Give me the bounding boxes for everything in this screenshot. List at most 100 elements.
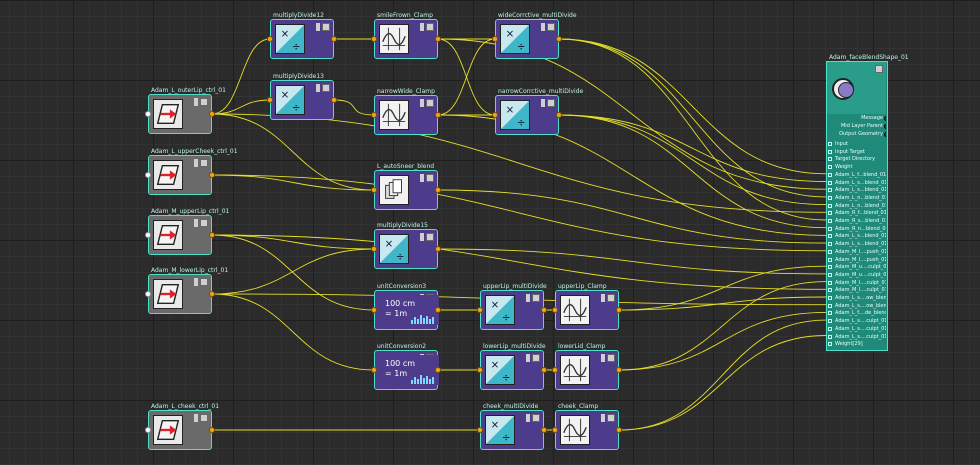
input-port[interactable] xyxy=(371,367,377,373)
node-lower-lip-multidivide[interactable]: lowerLip_multiDivide ×÷ xyxy=(480,343,546,390)
output-port[interactable] xyxy=(556,112,562,118)
node-wide-corrective-multidivide[interactable]: wideCorrctive_multiDivide ×÷ xyxy=(495,12,577,59)
input-port[interactable] xyxy=(477,427,483,433)
blend-shape-input[interactable]: Adam_L_n...blend_01 xyxy=(827,202,886,210)
output-port[interactable] xyxy=(209,232,215,238)
input-port[interactable] xyxy=(828,311,832,316)
input-port[interactable] xyxy=(828,334,832,339)
input-port[interactable] xyxy=(145,111,151,117)
output-port[interactable] xyxy=(209,172,215,178)
input-port[interactable] xyxy=(477,307,483,313)
input-port[interactable] xyxy=(828,296,832,300)
input-port[interactable] xyxy=(828,303,832,308)
blend-shape-input[interactable]: Adam_L_s....culpt_01 xyxy=(827,325,886,333)
node-multiply-divide-12[interactable]: multiplyDivide12 ×÷ xyxy=(270,12,334,59)
blend-shape-input[interactable]: Input xyxy=(827,140,886,148)
input-port[interactable] xyxy=(492,36,498,42)
node-upper-lip-ctrl[interactable]: Adam_M_upperLip_ctrl_01 xyxy=(148,208,229,255)
blend-shape-input[interactable]: Adam_L_s....culpt_01 xyxy=(827,333,886,341)
input-port[interactable] xyxy=(828,257,832,262)
input-port[interactable] xyxy=(828,157,832,162)
blend-shape-input[interactable]: Adam_R_s...blend_01 xyxy=(827,217,886,225)
input-port[interactable] xyxy=(267,36,273,42)
blend-shape-input[interactable]: Input Target xyxy=(827,148,886,156)
input-port[interactable] xyxy=(828,280,832,285)
node-outer-lip-ctrl[interactable]: Adam_L_outerLip_ctrl_01 xyxy=(148,87,226,134)
input-port[interactable] xyxy=(828,226,832,231)
input-port[interactable] xyxy=(145,232,151,238)
node-narrow-corrective-multidivide[interactable]: narrowCorrctive_multiDivide ×÷ xyxy=(495,88,583,135)
input-port[interactable] xyxy=(828,234,832,239)
input-port[interactable] xyxy=(828,249,832,254)
input-port[interactable] xyxy=(828,149,832,154)
input-port[interactable] xyxy=(145,172,151,178)
input-port[interactable] xyxy=(828,180,832,185)
blend-shape-input[interactable]: Adam_L_s....culpt_01 xyxy=(827,317,886,325)
output-port[interactable] xyxy=(616,427,622,433)
output-port[interactable] xyxy=(435,307,441,313)
input-port[interactable] xyxy=(828,326,832,331)
input-port[interactable] xyxy=(828,188,832,193)
blend-shape-input[interactable]: Adam_R_n...blend_01 xyxy=(827,225,886,233)
blend-shape-output[interactable]: Mid Layer Parent xyxy=(827,122,886,130)
blend-shape-input[interactable]: Target Directory xyxy=(827,155,886,163)
blend-shape-input[interactable]: Adam_M_u....culpt_01 xyxy=(827,271,886,279)
blend-shape-input[interactable]: Adam_L_s...blend_01 xyxy=(827,179,886,187)
input-port[interactable] xyxy=(371,187,377,193)
output-port[interactable] xyxy=(884,116,886,121)
input-port[interactable] xyxy=(828,272,832,277)
output-port[interactable] xyxy=(541,367,547,373)
input-port[interactable] xyxy=(145,427,151,433)
node-cheek-clamp[interactable]: cheek_Clamp xyxy=(555,403,619,450)
output-port[interactable] xyxy=(331,36,337,42)
output-port[interactable] xyxy=(884,132,886,137)
blend-shape-input[interactable]: Adam_L_f....de_blend xyxy=(827,309,886,317)
output-port[interactable] xyxy=(435,187,441,193)
output-port[interactable] xyxy=(435,367,441,373)
blend-shape-input[interactable]: Adam_L_s....ow_blend xyxy=(827,302,886,310)
blend-shape-input[interactable]: Weight[29] xyxy=(827,340,886,348)
blend-shape-input[interactable]: Adam_L_s...blend_01 xyxy=(827,232,886,240)
input-port[interactable] xyxy=(828,219,832,223)
node-upper-lip-clamp[interactable]: upperLip_Clamp xyxy=(555,283,619,330)
input-port[interactable] xyxy=(828,319,832,324)
output-port[interactable] xyxy=(884,124,886,129)
node-cheek-multidivide[interactable]: cheek_multiDivide ×÷ xyxy=(480,403,544,450)
input-port[interactable] xyxy=(552,307,558,313)
node-unit-conversion-3[interactable]: unitConversion3 100 cm= 1m xyxy=(374,283,439,330)
input-port[interactable] xyxy=(828,288,832,293)
blend-shape-input[interactable]: Adam_L_s....ow_blend xyxy=(827,294,886,302)
node-auto-sneer-blend[interactable]: L_autoSneer_blend xyxy=(374,163,438,210)
input-port[interactable] xyxy=(828,195,832,200)
blend-shape-input[interactable]: Adam_M_l....culpt_01 xyxy=(827,286,886,294)
output-port[interactable] xyxy=(209,291,215,297)
output-port[interactable] xyxy=(616,367,622,373)
blend-shape-input[interactable]: Adam_L_s...blend_01 xyxy=(827,186,886,194)
output-port[interactable] xyxy=(435,112,441,118)
output-port[interactable] xyxy=(541,427,547,433)
node-narrow-wide-clamp[interactable]: narrowWide_Clamp xyxy=(374,88,438,135)
node-cheek-ctrl[interactable]: Adam_L_cheek_ctrl_01 xyxy=(148,403,219,450)
output-port[interactable] xyxy=(435,36,441,42)
blend-shape-output[interactable]: Output Geometry xyxy=(827,130,886,138)
blend-shape-input[interactable]: Adam_M_l....culpt_01 xyxy=(827,279,886,287)
input-port[interactable] xyxy=(552,427,558,433)
input-port[interactable] xyxy=(477,367,483,373)
input-port[interactable] xyxy=(492,112,498,118)
input-port[interactable] xyxy=(552,367,558,373)
blend-shape-input[interactable]: Adam_L_f...blend_01 xyxy=(827,171,886,179)
blend-shape-input[interactable]: Adam_M_u....culpt_01 xyxy=(827,263,886,271)
output-port[interactable] xyxy=(541,307,547,313)
input-port[interactable] xyxy=(828,265,832,270)
input-port[interactable] xyxy=(371,307,377,313)
blend-shape-input[interactable]: Adam_L_s...blend_01 xyxy=(827,240,886,248)
input-port[interactable] xyxy=(828,142,832,146)
node-multiply-divide-13[interactable]: multiplyDivide13 ×÷ xyxy=(270,73,334,120)
node-upper-lip-multidivide[interactable]: upperLip_multiDivide ×÷ xyxy=(480,283,547,330)
input-port[interactable] xyxy=(828,203,832,208)
blend-shape-input[interactable]: Weight xyxy=(827,163,886,171)
output-port[interactable] xyxy=(556,36,562,42)
input-port[interactable] xyxy=(371,36,377,42)
node-upper-cheek-ctrl[interactable]: Adam_L_upperCheek_ctrl_01 xyxy=(148,148,238,195)
node-unit-conversion-2[interactable]: unitConversion2 100 cm= 1m xyxy=(374,343,439,390)
